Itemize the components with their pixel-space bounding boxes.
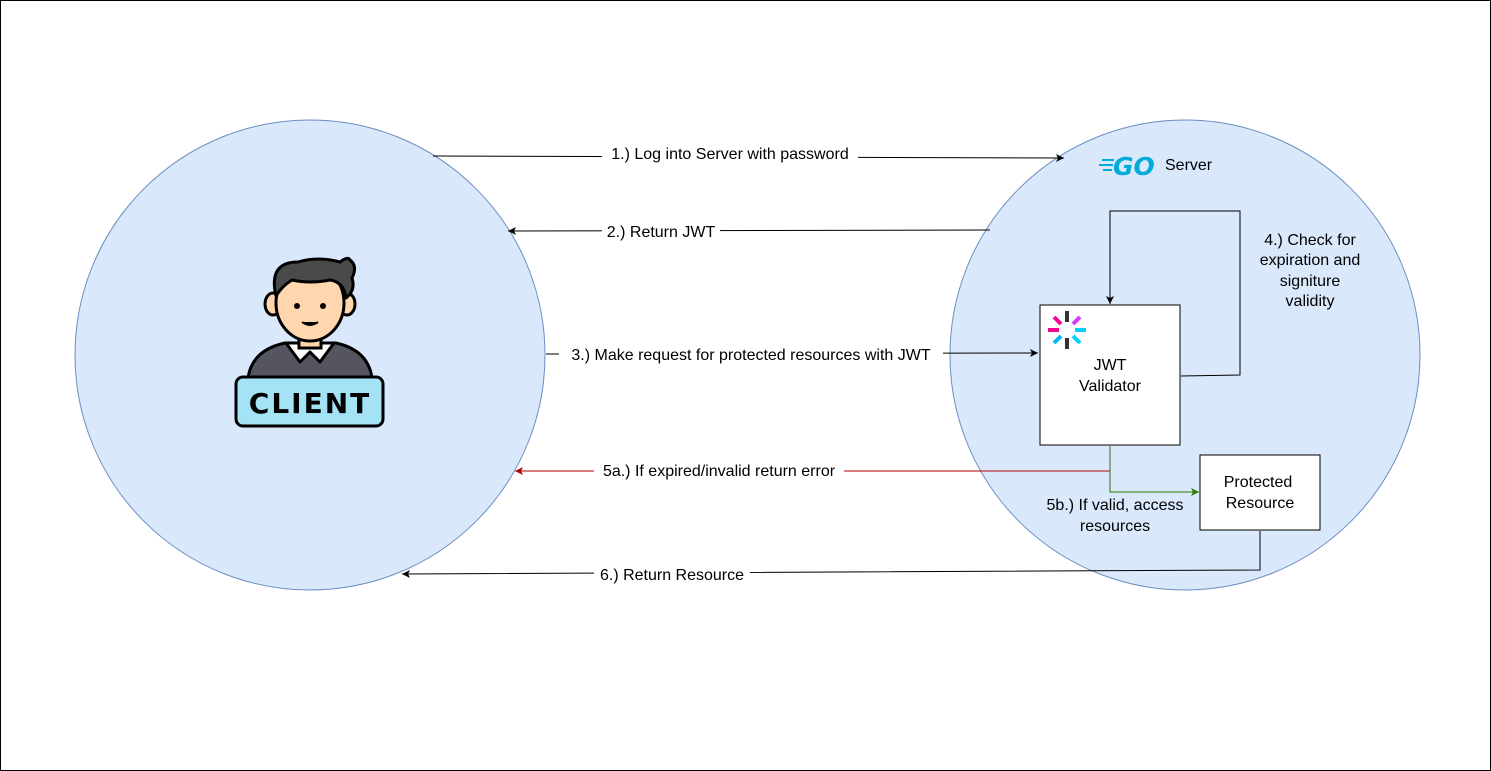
server-label: Server <box>1165 157 1213 174</box>
step-4-line1: 4.) Check for <box>1264 232 1356 249</box>
protected-resource-line1: Protected <box>1224 474 1292 491</box>
jwt-validator-box: JWT Validator <box>1039 304 1181 446</box>
edge-2-return-jwt <box>507 226 991 235</box>
client-badge-text: CLIENT <box>249 387 371 420</box>
server-zone <box>949 119 1421 591</box>
jwt-logo-icon <box>1048 311 1086 349</box>
step-4-label: 4.) Check for expiration and signiture v… <box>1260 232 1361 310</box>
step-2-text: 2.) Return JWT <box>607 224 716 241</box>
step-5a-text: 5a.) If expired/invalid return error <box>603 463 836 480</box>
protected-resource-box: Protected Resource <box>1199 454 1321 531</box>
edge-5b-access <box>1109 446 1199 496</box>
step-3-text: 3.) Make request for protected resources… <box>571 347 930 364</box>
step-6-label: 6.) Return Resource <box>594 564 750 584</box>
step-5b-label: 5b.) If valid, access resources <box>1047 497 1184 535</box>
step-4-line3: signiture <box>1280 273 1341 290</box>
step-5b-line2: resources <box>1080 518 1150 535</box>
jwt-validator-line1: JWT <box>1094 357 1127 374</box>
step-6-text: 6.) Return Resource <box>600 567 744 584</box>
step-3-label: 3.) Make request for protected resources… <box>559 345 943 365</box>
edge-4-check-loop <box>1106 210 1241 377</box>
go-logo-text: GO <box>1113 152 1155 181</box>
jwt-validator-line2: Validator <box>1079 378 1142 395</box>
step-5a-label: 5a.) If expired/invalid return error <box>594 461 844 481</box>
go-logo-icon: GO <box>1099 152 1155 181</box>
step-2-label: 2.) Return JWT <box>602 221 720 241</box>
client-avatar-icon <box>246 256 374 380</box>
step-4-line4: validity <box>1286 293 1335 310</box>
step-1-label: 1.) Log into Server with password <box>602 144 858 164</box>
protected-resource-line2: Resource <box>1226 495 1295 512</box>
client-badge: CLIENT <box>234 375 385 428</box>
step-5b-line1: 5b.) If valid, access <box>1047 497 1184 514</box>
step-1-text: 1.) Log into Server with password <box>611 146 848 163</box>
step-4-line2: expiration and <box>1260 252 1361 269</box>
